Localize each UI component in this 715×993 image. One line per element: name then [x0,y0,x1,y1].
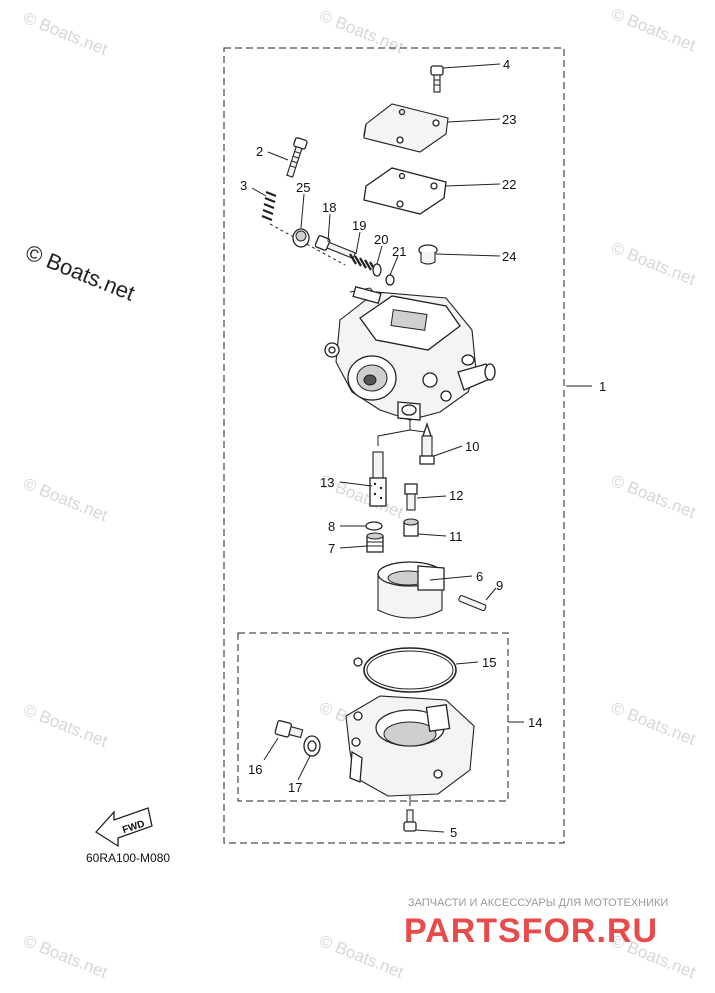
leader-lines [251,63,592,833]
part-14-float-chamber [345,695,475,806]
callout-4: 4 [503,57,510,72]
watermark: © Boats.net [609,238,699,289]
drawing-code: 60RA100-M080 [86,851,170,865]
callout-labels: 4 23 22 24 2 3 25 18 19 20 21 1 10 13 12… [240,57,606,840]
callout-18: 18 [322,200,336,215]
watermark: © Boats.net [21,931,111,982]
part-5-screw [403,809,417,832]
watermark-dark: © Boats.net [22,239,138,305]
part-12-jet-holder [404,483,418,511]
part-6-float [377,561,445,619]
watermark: © Boats.net [609,4,699,55]
part-19-spring [349,253,377,273]
part-18-screw [314,235,356,260]
callout-6: 6 [476,569,483,584]
callout-3: 3 [240,178,247,193]
part-16-drain-screw [274,720,304,739]
watermark: © Boats.net [317,6,407,57]
callout-8: 8 [328,519,335,534]
callout-21: 21 [392,244,406,259]
watermark: © Boats.net [21,700,111,751]
callout-17: 17 [288,780,302,795]
part-10-needle-valve [419,421,435,465]
callout-7: 7 [328,541,335,556]
callout-9: 9 [496,578,503,593]
callout-1: 1 [599,379,606,394]
part-11-main-jet [403,518,419,537]
callout-11: 11 [449,529,463,544]
callout-20: 20 [374,232,388,247]
callout-15: 15 [482,655,496,670]
callout-5: 5 [450,825,457,840]
callout-13: 13 [320,475,334,490]
part-8-o-ring [365,521,383,531]
watermark: © Boats.net [609,471,699,522]
part-7-plug [366,532,384,553]
brand-tagline: ЗАПЧАСТИ И АКСЕССУАРЫ ДЛЯ МОТОТЕХНИКИ [408,897,668,909]
part-4-screw [430,65,444,93]
part-21-washer [385,274,395,286]
part-25-cap [292,228,310,248]
assembly-1-frame [223,47,565,844]
brand-logo-text: PARTSFOR.RU [404,912,658,950]
part-2-pilot-screw [286,137,308,178]
part-13-main-nozzle [369,451,387,507]
alignment-line [269,223,346,266]
part-20-o-ring [372,263,382,277]
callout-19: 19 [352,218,366,233]
watermark: © Boats.net [21,474,111,525]
callout-22: 22 [502,177,516,192]
callout-14: 14 [528,715,542,730]
footer-brand: ЗАПЧАСТИ И АКСЕССУАРЫ ДЛЯ МОТОТЕХНИКИ PA… [404,897,668,950]
watermark: © Boats.net [317,931,407,982]
part-1-carburetor-body [324,286,496,446]
part-9-pin [458,595,487,612]
callout-2: 2 [256,144,263,159]
fwd-arrow-icon: FWD [95,807,153,848]
callout-25: 25 [296,180,310,195]
watermark: © Boats.net [609,698,699,749]
part-23-cover-plate [363,103,449,153]
callout-10: 10 [465,439,479,454]
callout-16: 16 [248,762,262,777]
part-22-gasket [363,167,447,215]
callout-12: 12 [449,488,463,503]
part-15-gasket [353,647,457,693]
callout-23: 23 [502,112,516,127]
callout-24: 24 [502,249,516,264]
part-24-plug [418,244,438,265]
assembly-14-frame [237,632,509,802]
part-17-gasket [303,735,321,757]
part-3-spring [261,190,277,222]
watermark: © Boats.net [21,8,111,59]
